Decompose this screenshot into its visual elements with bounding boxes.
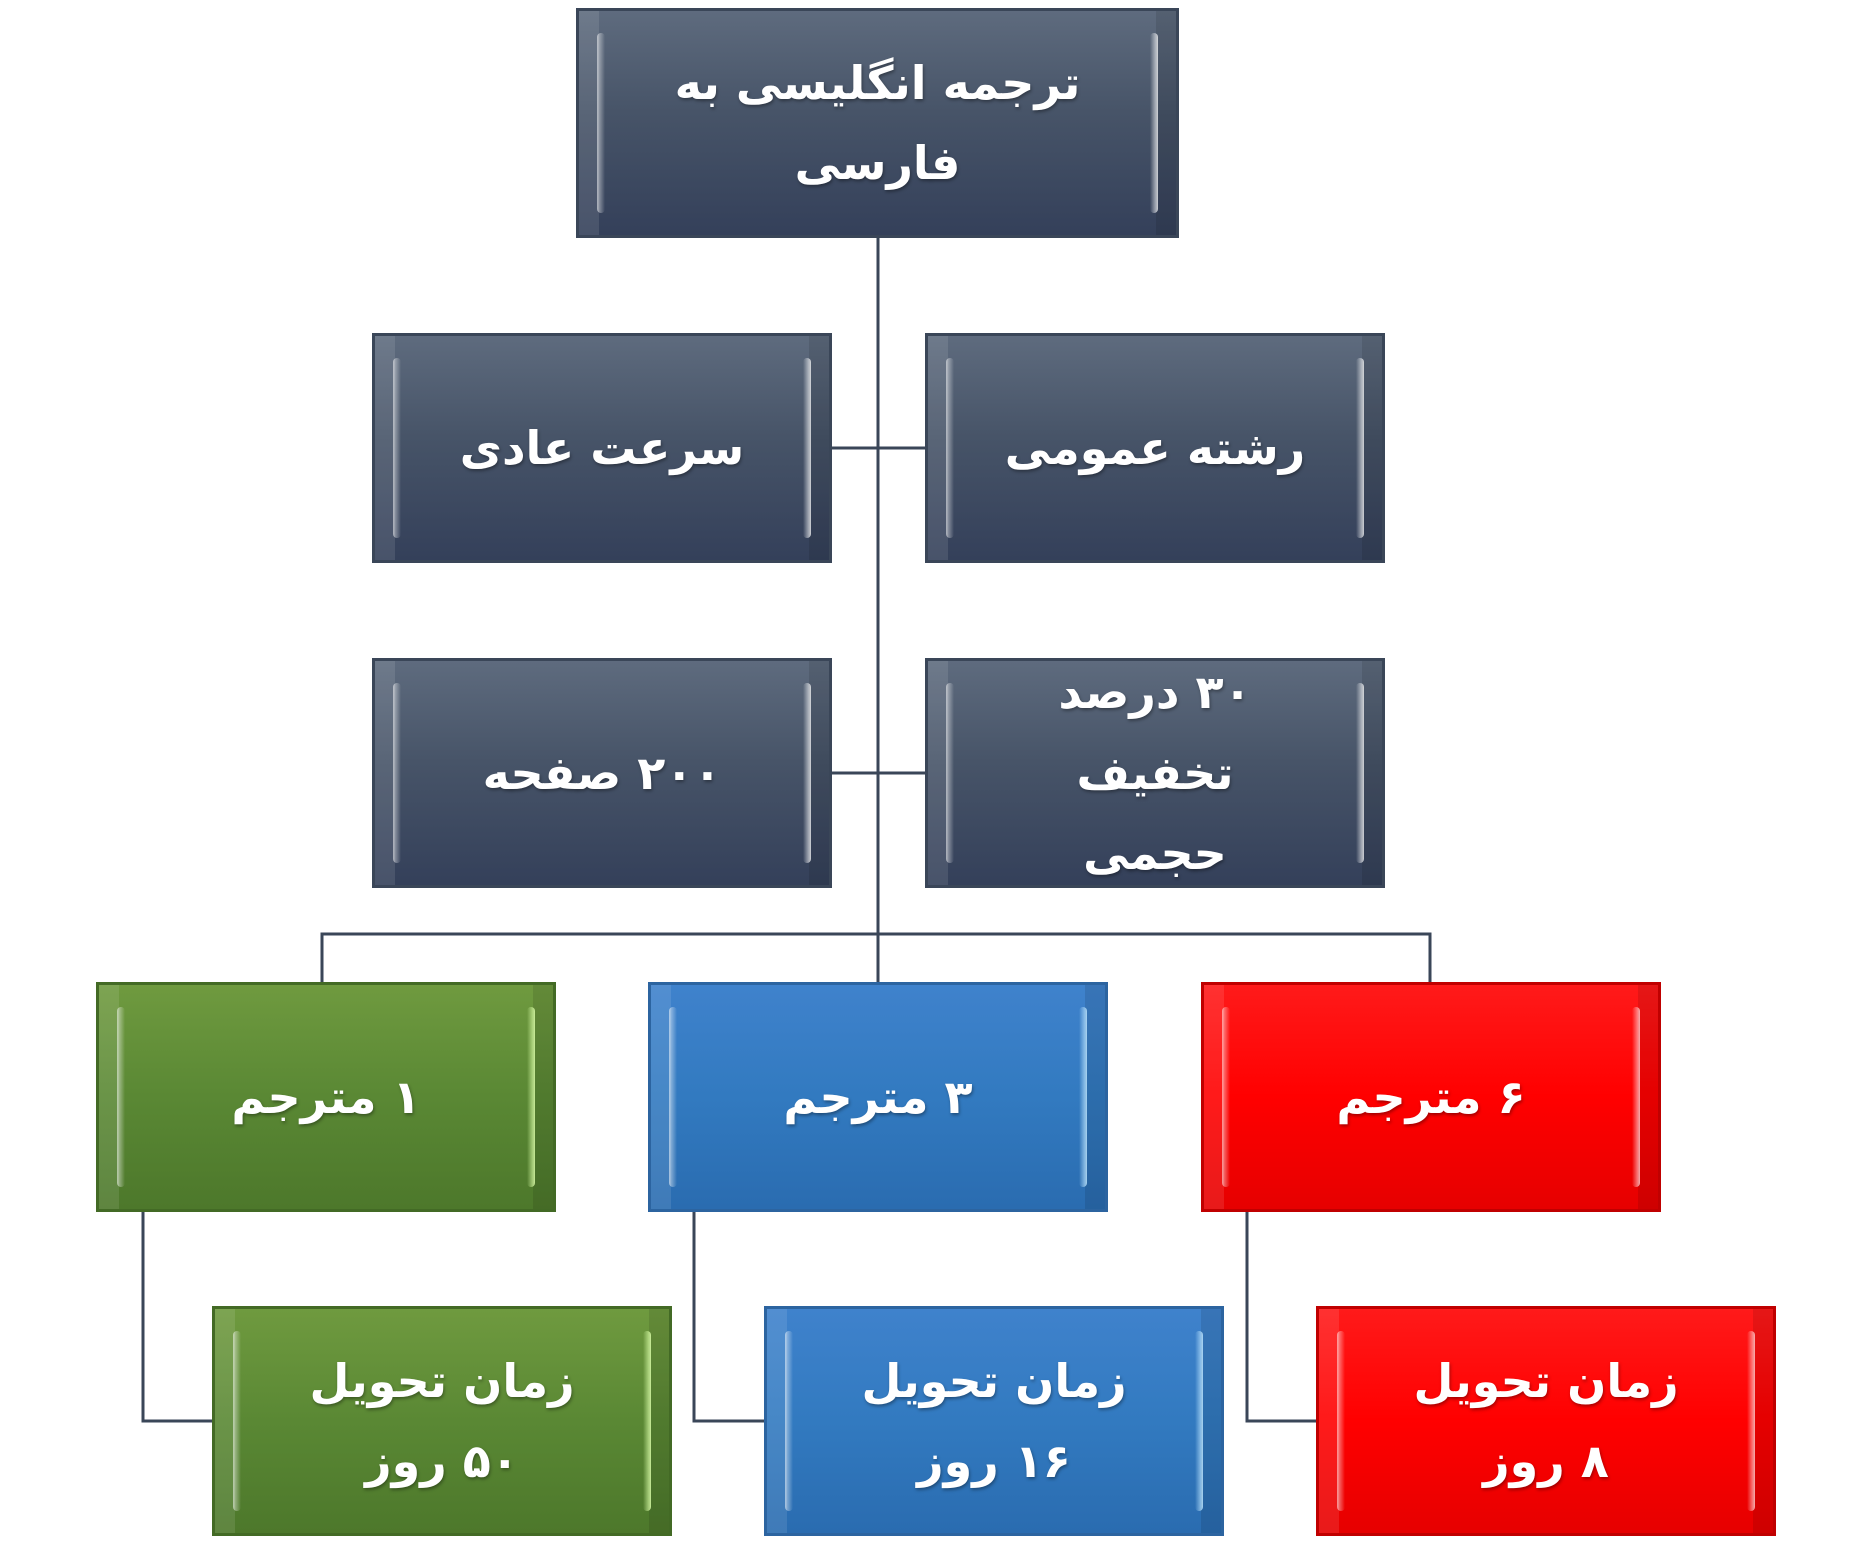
option-label-six: ۶ مترجم	[1336, 1069, 1526, 1124]
option-box-one: ۱ مترجم	[96, 982, 556, 1212]
elbow-one	[141, 1212, 212, 1423]
delivery-box-six: زمان تحویل ۸ روز	[1316, 1306, 1776, 1536]
root-box: ترجمه انگلیسی به فارسی	[576, 8, 1179, 238]
delivery-box-three: زمان تحویل ۱۶ روز	[764, 1306, 1224, 1536]
delivery-label-three: زمان تحویل ۱۶ روز	[861, 1353, 1127, 1489]
detail-label-pages: ۲۰۰ صفحه	[482, 745, 722, 800]
delivery-label-one: زمان تحویل ۵۰ روز	[309, 1353, 575, 1489]
elbow-six	[1245, 1212, 1316, 1423]
detail-box-pages: ۲۰۰ صفحه	[372, 658, 832, 888]
delivery-box-one: زمان تحویل ۵۰ روز	[212, 1306, 672, 1536]
root-label: ترجمه انگلیسی به فارسی	[674, 55, 1081, 191]
detail-label-field: رشته عمومی	[1004, 420, 1306, 475]
option-label-one: ۱ مترجم	[231, 1069, 421, 1124]
detail-label-discount: ۳۰ درصد تخفیف حجمی	[1058, 665, 1252, 881]
detail-box-speed: سرعت عادی	[372, 333, 832, 563]
elbow-three	[692, 1212, 764, 1423]
detail-box-field: رشته عمومی	[925, 333, 1385, 563]
detail-box-discount: ۳۰ درصد تخفیف حجمی	[925, 658, 1385, 888]
delivery-label-six: زمان تحویل ۸ روز	[1413, 1353, 1679, 1489]
option-bus	[320, 932, 1432, 982]
option-box-three: ۳ مترجم	[648, 982, 1108, 1212]
option-label-three: ۳ مترجم	[783, 1069, 973, 1124]
option-box-six: ۶ مترجم	[1201, 982, 1661, 1212]
detail-label-speed: سرعت عادی	[459, 420, 745, 475]
